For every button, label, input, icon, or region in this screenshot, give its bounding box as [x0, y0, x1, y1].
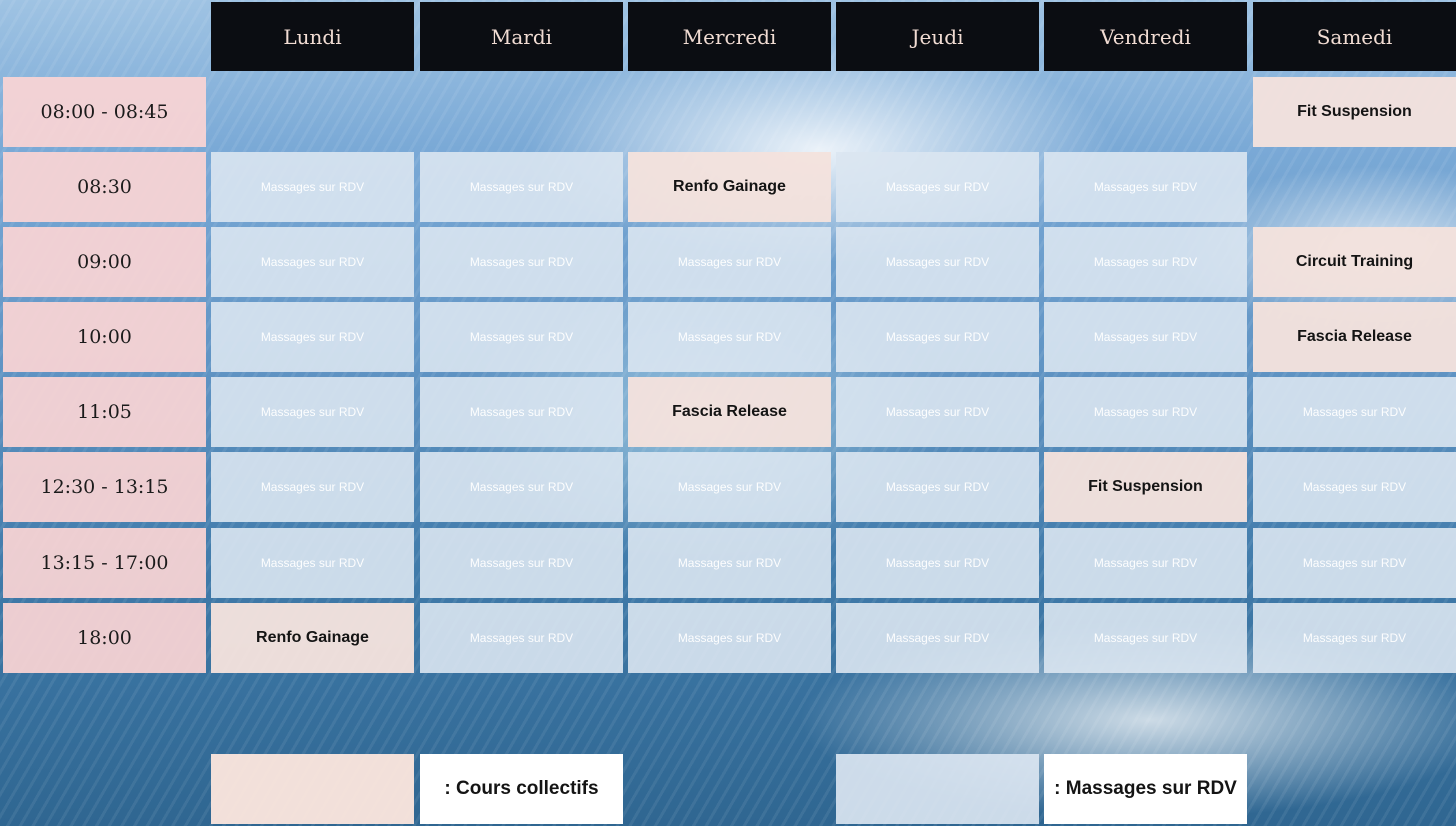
massage-cell: Massages sur RDV — [420, 302, 623, 372]
massage-cell: Massages sur RDV — [211, 377, 414, 447]
massage-cell: Massages sur RDV — [1044, 377, 1247, 447]
massage-cell: Massages sur RDV — [836, 152, 1039, 222]
massage-cell: Massages sur RDV — [628, 302, 831, 372]
time-slot-label: 13:15 - 17:00 — [3, 528, 206, 598]
class-cell-circuit-training: Circuit Training — [1253, 227, 1456, 297]
time-slot-label: 11:05 — [3, 377, 206, 447]
day-header-lundi: Lundi — [211, 2, 414, 71]
massage-cell: Massages sur RDV — [628, 452, 831, 522]
massage-cell: Massages sur RDV — [420, 227, 623, 297]
massage-cell: Massages sur RDV — [420, 452, 623, 522]
massage-cell: Massages sur RDV — [1044, 302, 1247, 372]
massage-cell: Massages sur RDV — [211, 302, 414, 372]
massage-cell: Massages sur RDV — [836, 302, 1039, 372]
day-header-vendredi: Vendredi — [1044, 2, 1247, 71]
day-header-mardi: Mardi — [420, 2, 623, 71]
class-cell-renfo-gainage: Renfo Gainage — [211, 603, 414, 673]
massage-cell: Massages sur RDV — [211, 227, 414, 297]
legend-swatch-cours-collectifs — [211, 754, 414, 824]
day-header-mercredi: Mercredi — [628, 2, 831, 71]
massage-cell: Massages sur RDV — [420, 152, 623, 222]
massage-cell: Massages sur RDV — [836, 452, 1039, 522]
massage-cell: Massages sur RDV — [420, 377, 623, 447]
massage-cell: Massages sur RDV — [1253, 528, 1456, 598]
legend-label-massages: : Massages sur RDV — [1044, 754, 1247, 824]
time-slot-label: 08:00 - 08:45 — [3, 77, 206, 147]
massage-cell: Massages sur RDV — [211, 152, 414, 222]
time-slot-label: 10:00 — [3, 302, 206, 372]
massage-cell: Massages sur RDV — [211, 452, 414, 522]
class-cell-fascia-release: Fascia Release — [1253, 302, 1456, 372]
class-cell-renfo-gainage: Renfo Gainage — [628, 152, 831, 222]
time-slot-label: 18:00 — [3, 603, 206, 673]
massage-cell: Massages sur RDV — [1253, 452, 1456, 522]
time-slot-label: 09:00 — [3, 227, 206, 297]
massage-cell: Massages sur RDV — [836, 227, 1039, 297]
massage-cell: Massages sur RDV — [1044, 152, 1247, 222]
legend-label-cours-collectifs: : Cours collectifs — [420, 754, 623, 824]
massage-cell: Massages sur RDV — [628, 603, 831, 673]
day-header-jeudi: Jeudi — [836, 2, 1039, 71]
massage-cell: Massages sur RDV — [1044, 528, 1247, 598]
massage-cell: Massages sur RDV — [420, 528, 623, 598]
massage-cell: Massages sur RDV — [1044, 603, 1247, 673]
time-slot-label: 12:30 - 13:15 — [3, 452, 206, 522]
massage-cell: Massages sur RDV — [1253, 377, 1456, 447]
massage-cell: Massages sur RDV — [836, 603, 1039, 673]
massage-cell: Massages sur RDV — [1044, 227, 1247, 297]
massage-cell: Massages sur RDV — [628, 227, 831, 297]
legend-swatch-massages — [836, 754, 1039, 824]
massage-cell: Massages sur RDV — [420, 603, 623, 673]
massage-cell: Massages sur RDV — [836, 377, 1039, 447]
class-cell-fascia-release: Fascia Release — [628, 377, 831, 447]
massage-cell: Massages sur RDV — [836, 528, 1039, 598]
time-slot-label: 08:30 — [3, 152, 206, 222]
massage-cell: Massages sur RDV — [1253, 603, 1456, 673]
day-header-samedi: Samedi — [1253, 2, 1456, 71]
class-cell-fit-suspension: Fit Suspension — [1044, 452, 1247, 522]
class-cell-fit-suspension: Fit Suspension — [1253, 77, 1456, 147]
massage-cell: Massages sur RDV — [211, 528, 414, 598]
massage-cell: Massages sur RDV — [628, 528, 831, 598]
